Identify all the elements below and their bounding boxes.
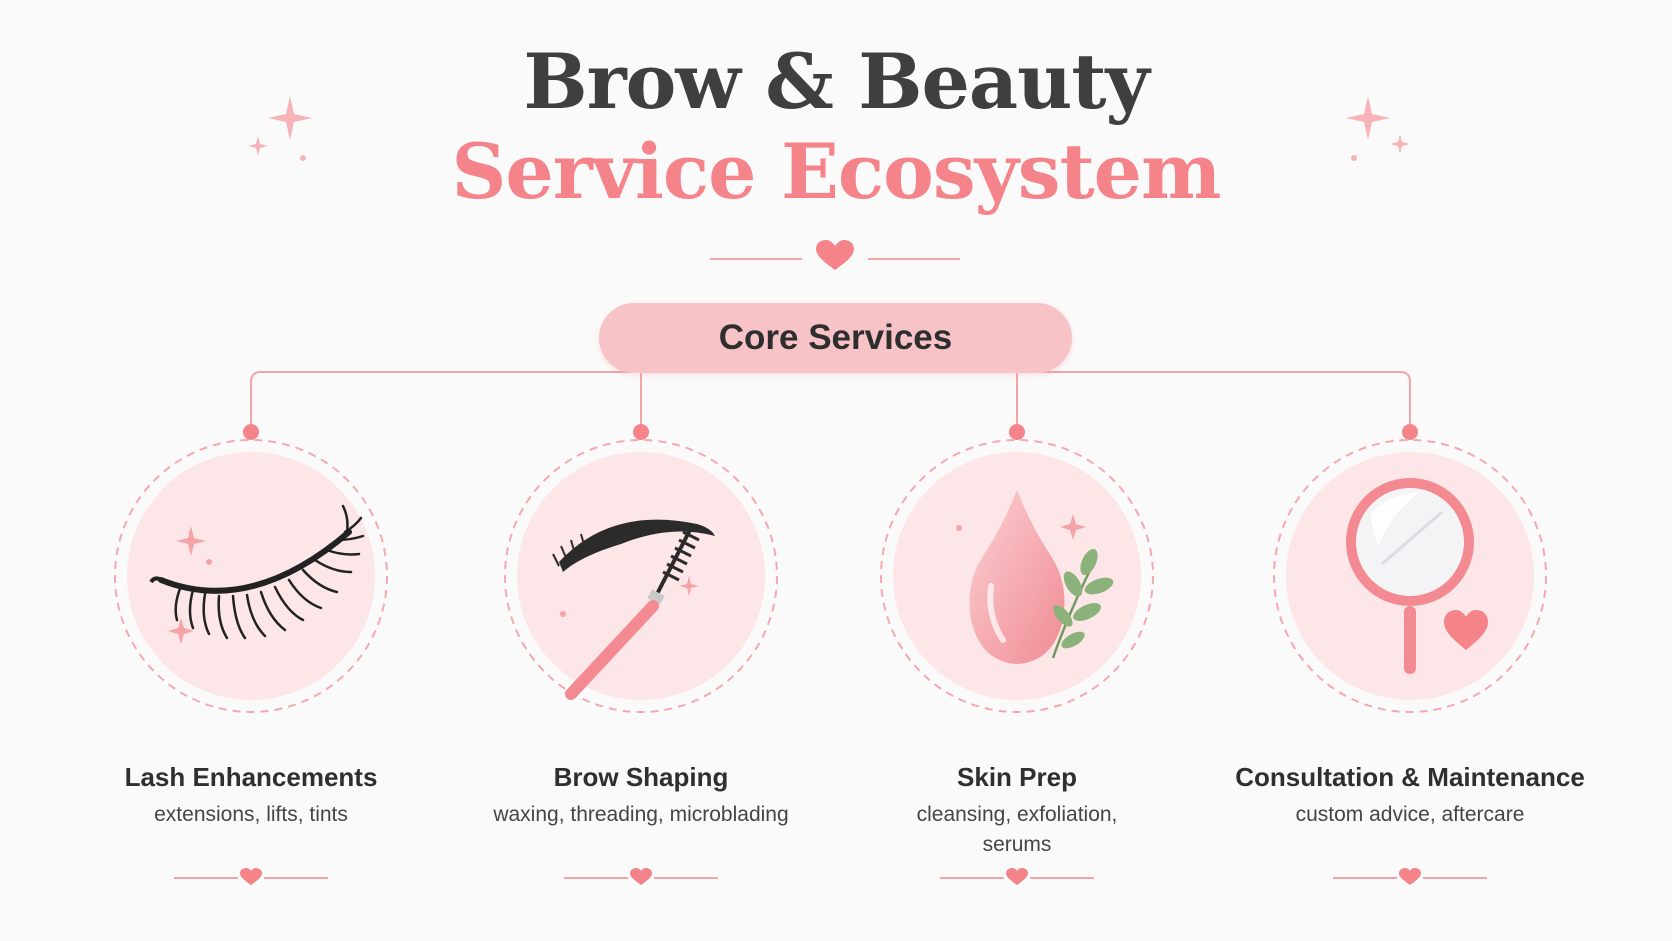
service-title-brow: Brow Shaping [553,762,729,792]
service-title-skin: Skin Prep [957,762,1077,792]
service-desc-skin: cleansing, exfoliation, serums [916,803,1118,856]
heart-icon [1006,868,1028,885]
service-desc-brow: waxing, threading, microblading [493,803,789,826]
heart-icon [1399,868,1421,885]
page-title: Brow & Beauty [523,37,1149,126]
page-subtitle: Service Ecosystem [451,127,1222,216]
core-services-node: Core Services [599,303,1072,373]
eyelash-icon [114,439,388,713]
sparkle-icon-right [1346,96,1410,161]
service-title-lash: Lash Enhancements [124,762,378,792]
service-title-consultation: Consultation & Maintenance [1235,762,1585,792]
brow-spoolie-icon [504,439,778,713]
heart-divider-4 [1333,868,1487,885]
heart-divider-3 [940,868,1094,885]
service-desc-lash: extensions, lifts, tints [154,803,348,826]
heart-icon [630,868,652,885]
hand-mirror-icon [1273,439,1547,713]
title-divider [710,240,960,270]
heart-divider-2 [564,868,718,885]
heart-icon [240,868,262,885]
droplet-leaf-icon [880,439,1154,713]
sparkle-icon-left [248,96,312,161]
heart-icon [816,240,854,270]
service-desc-consultation: custom advice, aftercare [1295,803,1525,826]
heart-divider-1 [174,868,328,885]
